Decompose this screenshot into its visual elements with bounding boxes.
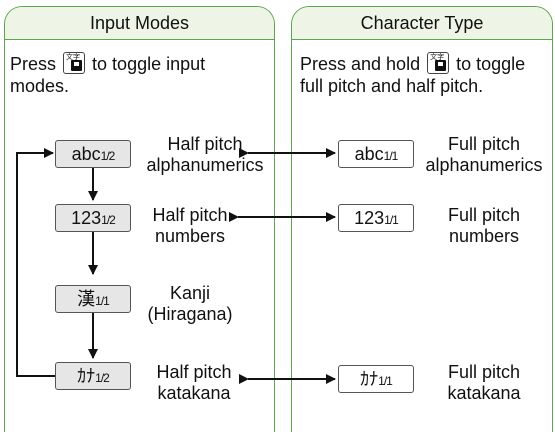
mode-box-123-full: 1231/1 [338, 204, 414, 232]
mode-key-icon: 文字 [427, 52, 450, 74]
mode-box-123-half: 1231/2 [55, 204, 131, 232]
character-type-header: Character Type [292, 7, 552, 40]
mode-box-abc-half: abc1/2 [55, 140, 131, 168]
character-type-panel: Character Type [291, 6, 553, 432]
loop-back-line [16, 148, 55, 377]
input-modes-header: Input Modes [5, 7, 274, 40]
mode-box-kana-full: ｶﾅ1/1 [338, 365, 414, 393]
label-kanji: Kanji(Hiragana) [147, 283, 233, 324]
input-modes-description: Press 文字 to toggle input modes. [10, 52, 206, 96]
mode-box-kana-half: ｶﾅ1/2 [55, 362, 131, 390]
mode-box-kanji: 漢1/1 [55, 285, 131, 313]
mode-box-abc-full: abc1/1 [338, 140, 414, 168]
mode-key-icon: 文字 [63, 52, 86, 74]
character-type-description: Press and hold 文字 to toggle full pitch a… [300, 52, 526, 96]
